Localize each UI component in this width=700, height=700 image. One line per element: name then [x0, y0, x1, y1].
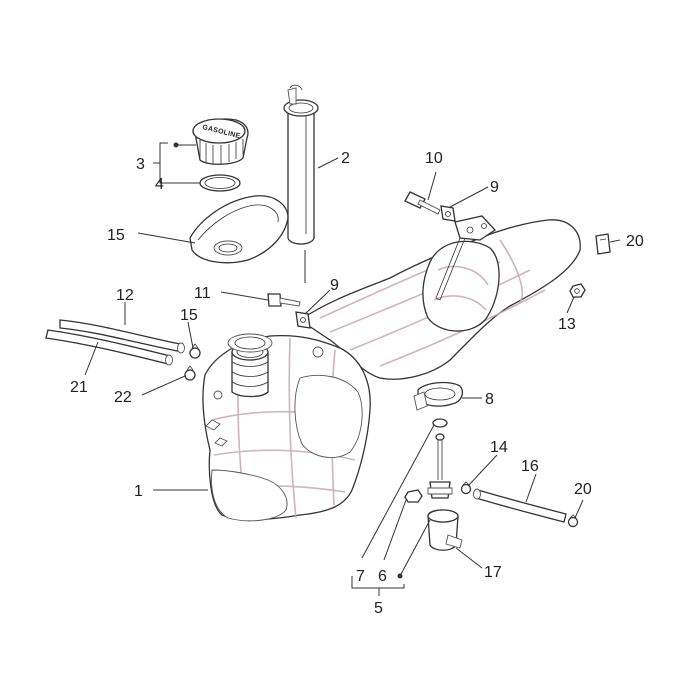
- hose-clamp-fuel-lower: [567, 514, 579, 528]
- fuel-tap-o-ring: [432, 418, 448, 428]
- callout-10: 10: [425, 150, 443, 167]
- filler-cap: GASOLINE: [192, 118, 249, 165]
- clip-upper-right: [595, 233, 611, 255]
- callout-15-tray: 15: [107, 227, 125, 244]
- callout-5: 5: [374, 600, 383, 617]
- callout-21: 21: [70, 379, 88, 396]
- bolt-upper: [404, 191, 441, 215]
- callout-13: 13: [558, 316, 576, 333]
- vent-hose-upper: [59, 319, 185, 354]
- vent-hose-lower: [45, 329, 173, 366]
- callout-labels: 1 2 3 4 5 6 7 8 9 9 10 11 12 13 14 15 15…: [70, 150, 644, 617]
- callout-17: 17: [484, 564, 502, 581]
- clip-nut-lower: [295, 311, 311, 329]
- filler-tray: [189, 195, 289, 264]
- callout-20-upper: 20: [626, 233, 644, 250]
- callout-9-lower: 9: [330, 277, 339, 294]
- callout-2: 2: [341, 150, 350, 167]
- callout-22: 22: [114, 389, 132, 406]
- callout-8: 8: [485, 391, 494, 408]
- drain-screw: [404, 489, 423, 503]
- fuel-hose: [473, 488, 567, 523]
- callout-3: 3: [136, 156, 145, 173]
- fuel-tank: [202, 219, 581, 522]
- callout-16: 16: [521, 458, 539, 475]
- band-clamp: [413, 381, 463, 411]
- callout-1: 1: [134, 483, 143, 500]
- hose-clamp-fuel-upper: [460, 481, 472, 495]
- callout-7: 7: [356, 568, 365, 585]
- leader-lines: [84, 142, 621, 596]
- callout-20-lower: 20: [574, 481, 592, 498]
- filter-cup: [427, 509, 463, 551]
- callout-9-upper: 9: [490, 179, 499, 196]
- fuel-tap: [427, 433, 453, 499]
- hose-clamp-lower: [184, 365, 196, 381]
- clip-nut-upper: [440, 205, 456, 222]
- hose-clamp-upper: [189, 343, 201, 359]
- callout-15-clamp: 15: [180, 307, 198, 324]
- mounting-bracket: [435, 215, 496, 301]
- bolt-lower: [267, 293, 301, 307]
- callout-11: 11: [194, 285, 211, 302]
- filler-tube: [283, 84, 319, 245]
- callout-12: 12: [116, 287, 134, 304]
- callout-14: 14: [490, 439, 508, 456]
- nut: [569, 283, 586, 298]
- callout-4: 4: [155, 176, 164, 193]
- callout-6: 6: [378, 568, 387, 585]
